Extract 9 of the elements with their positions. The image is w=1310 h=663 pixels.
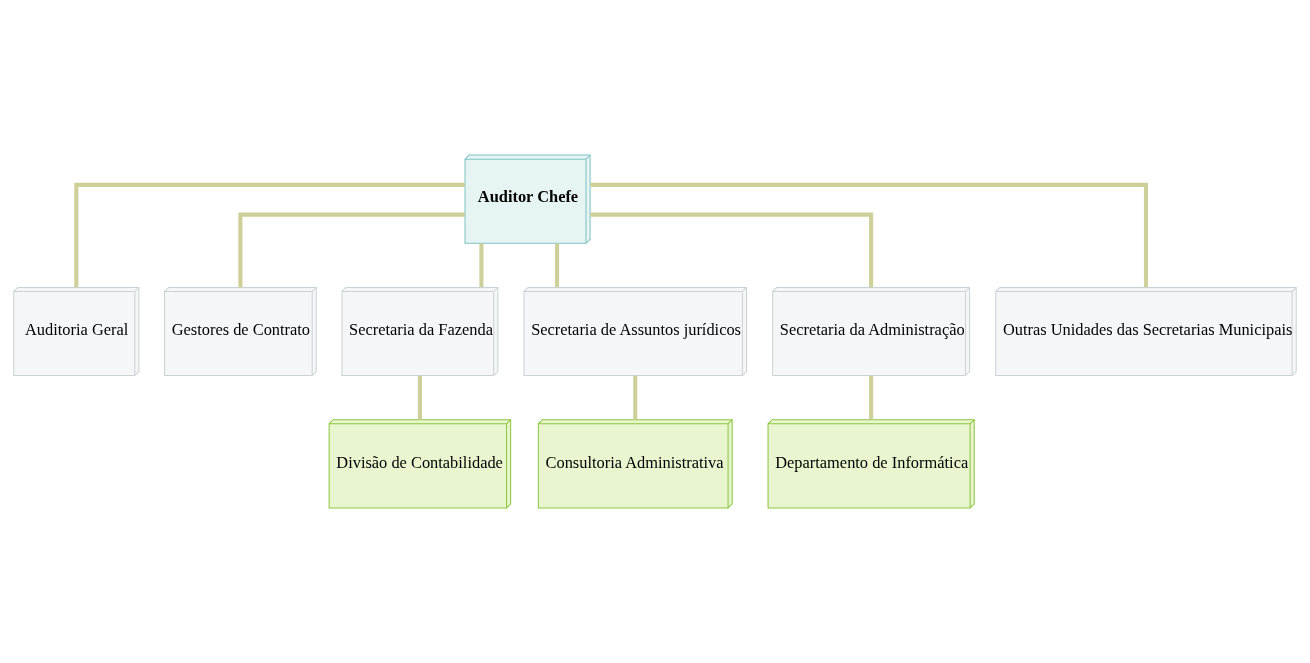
- connector: [417, 375, 422, 420]
- connector: [869, 375, 874, 420]
- connector: [555, 243, 560, 287]
- connector: [74, 182, 465, 288]
- connector: [633, 375, 638, 420]
- connector: [590, 182, 1149, 288]
- connector: [238, 212, 465, 288]
- connector: [590, 212, 874, 288]
- connector: [479, 243, 484, 287]
